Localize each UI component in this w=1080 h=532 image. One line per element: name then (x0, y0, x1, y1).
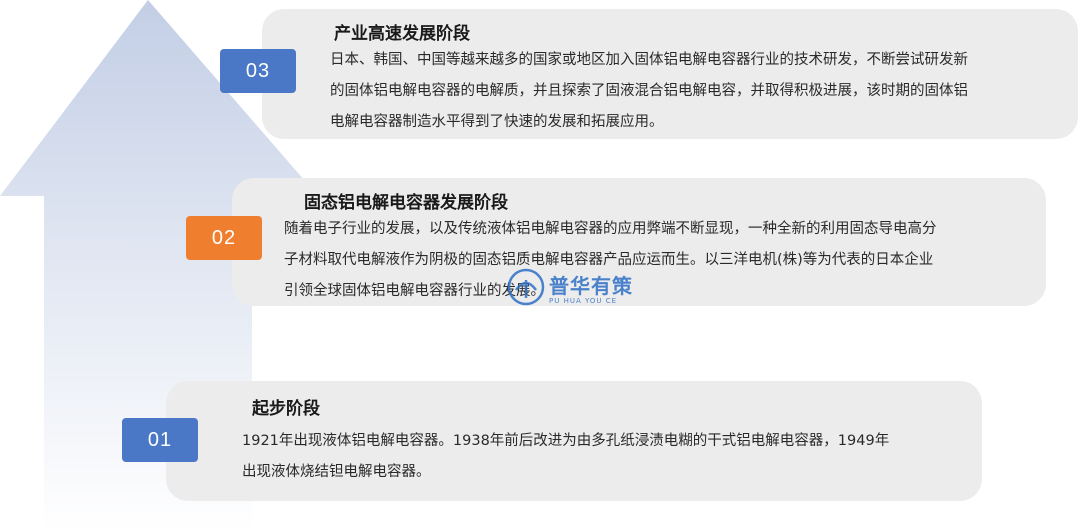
stage-title: 产业高速发展阶段 (334, 24, 470, 44)
stage-number-badge: 02 (186, 216, 262, 260)
puhua-logo-icon (507, 268, 545, 306)
stage-title: 起步阶段 (252, 399, 320, 419)
stage-description: 随着电子行业的发展，以及传统液体铝电解电容器的应用弊端不断显现，一种全新的利用固… (284, 214, 1029, 307)
stage-number-badge: 01 (122, 418, 198, 462)
description-line: 子材料取代电解液作为阴极的固态铝质电解电容器产品应运而生。以三洋电机(株)等为代… (284, 252, 934, 268)
description-line: 随着电子行业的发展，以及传统液体铝电解电容器的应用弊端不断显现，一种全新的利用固… (284, 221, 937, 237)
description-line: 出现液体烧结钽电解电容器。 (242, 464, 431, 480)
watermark-subtext: PU HUA YOU CE (549, 296, 618, 305)
stage-card-03: 产业高速发展阶段 日本、韩国、中国等越来越多的国家或地区加入固体铝电解电容器行业… (262, 9, 1078, 139)
stage-card-02: 固态铝电解电容器发展阶段 随着电子行业的发展，以及传统液体铝电解电容器的应用弊端… (232, 178, 1046, 306)
stage-description: 1921年出现液体铝电解电容器。1938年前后改进为由多孔纸浸渍电糊的干式铝电解… (242, 426, 977, 488)
description-line: 日本、韩国、中国等越来越多的国家或地区加入固体铝电解电容器行业的技术研发，不断尝… (330, 52, 968, 68)
description-line: 1921年出现液体铝电解电容器。1938年前后改进为由多孔纸浸渍电糊的干式铝电解… (242, 433, 890, 449)
stage-description: 日本、韩国、中国等越来越多的国家或地区加入固体铝电解电容器行业的技术研发，不断尝… (330, 45, 1070, 138)
stage-card-01: 起步阶段 1921年出现液体铝电解电容器。1938年前后改进为由多孔纸浸渍电糊的… (166, 381, 982, 501)
description-line: 的固体铝电解电容器的电解质，并且探索了固液混合铝电解电容，并取得积极进展，该时期… (330, 83, 968, 99)
watermark-text: 普华有策 (549, 273, 633, 298)
description-line: 引领全球固体铝电解电容器行业的发展。 (284, 283, 545, 299)
stage-title: 固态铝电解电容器发展阶段 (304, 193, 508, 213)
stage-number-badge: 03 (220, 49, 296, 93)
description-line: 电解电容器制造水平得到了快速的发展和拓展应用。 (330, 114, 664, 130)
watermark: 普华有策 PU HUA YOU CE (507, 268, 633, 306)
